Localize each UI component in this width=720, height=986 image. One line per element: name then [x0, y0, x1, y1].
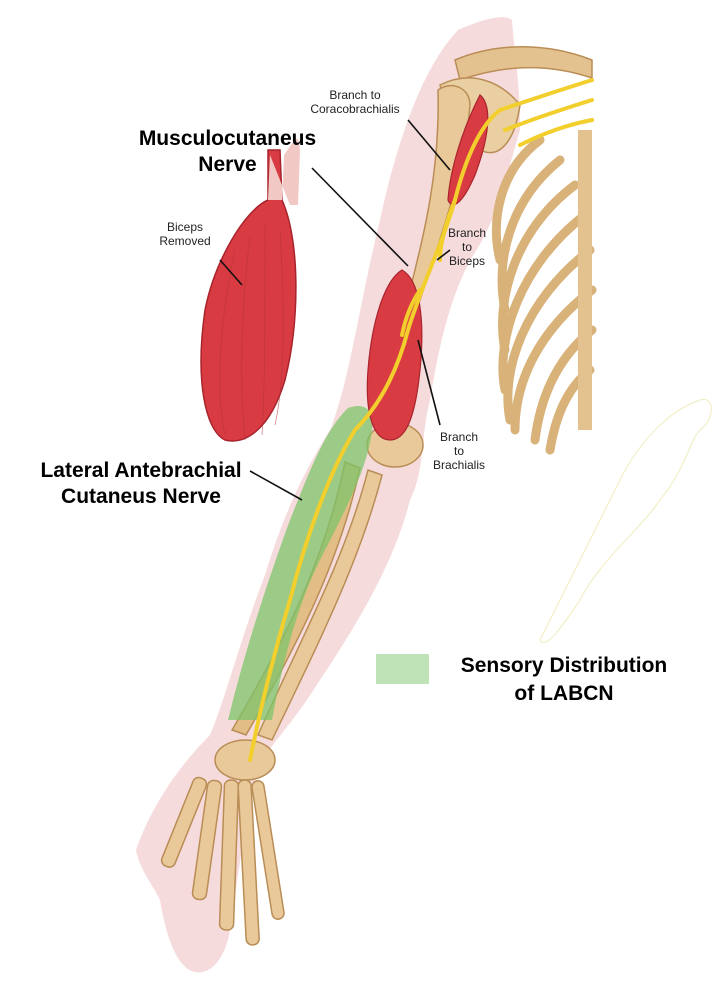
- sternum: [578, 130, 592, 430]
- hand-bones: [160, 739, 285, 946]
- biceps-removed-muscle: [200, 149, 297, 442]
- biceps-tendon: [268, 138, 300, 205]
- pointer-lines: [219, 119, 451, 501]
- label-branch-brachialis: Branch to Brachialis: [432, 430, 486, 472]
- legend-swatch: [376, 654, 429, 684]
- radius: [256, 469, 383, 741]
- faint-hand-outline: [539, 398, 712, 644]
- musculocutaneus-nerve: [248, 78, 594, 762]
- label-branch-biceps: Branch to Biceps: [447, 226, 487, 268]
- label-musculocutaneus-nerve: Musculocutaneus Nerve: [138, 127, 317, 176]
- clavicle: [454, 46, 593, 81]
- ribcage: [491, 135, 597, 455]
- legend-label: Sensory Distribution of LABCN: [460, 654, 668, 705]
- label-branch-coracobrachialis: Branch to Coracobrachialis: [310, 88, 400, 116]
- label-lateral-antebrachial: Lateral Antebrachial Cutaneus Nerve: [40, 459, 242, 508]
- label-biceps-removed: Biceps Removed: [159, 220, 211, 248]
